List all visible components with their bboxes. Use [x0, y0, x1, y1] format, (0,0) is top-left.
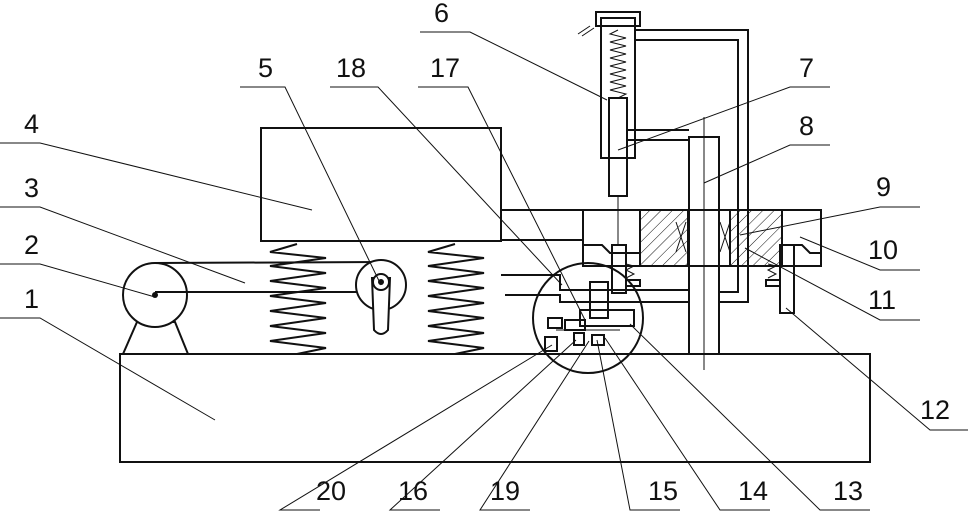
- label-10: 10: [868, 235, 898, 265]
- label-2: 2: [24, 230, 39, 260]
- right-spring: [428, 244, 484, 354]
- label-9: 9: [876, 172, 891, 202]
- horizontal-arm: [501, 210, 583, 240]
- label-11: 11: [868, 285, 896, 315]
- detail-circle: [533, 263, 643, 373]
- label-5: 5: [258, 53, 273, 83]
- left-spring: [270, 244, 326, 354]
- label-7: 7: [799, 53, 814, 83]
- label-19: 19: [490, 476, 520, 506]
- label-16: 16: [398, 476, 428, 506]
- label-8: 8: [799, 111, 814, 141]
- label-4: 4: [24, 109, 39, 139]
- label-13: 13: [833, 476, 863, 506]
- label-20: 20: [316, 476, 346, 506]
- motor: [123, 263, 188, 354]
- label-14: 14: [738, 476, 768, 506]
- belt: [155, 262, 382, 292]
- link-bar-2: [505, 295, 689, 302]
- vertical-rod: [689, 117, 719, 370]
- clamp-block: [583, 210, 821, 266]
- label-6: 6: [434, 0, 449, 28]
- label-18: 18: [336, 53, 366, 83]
- label-12: 12: [920, 395, 950, 425]
- upper-housing: [261, 128, 501, 241]
- cam-wheel: [356, 260, 406, 334]
- base-block: [120, 354, 870, 462]
- label-17: 17: [430, 53, 460, 83]
- label-1: 1: [24, 284, 39, 314]
- label-3: 3: [24, 173, 39, 203]
- label-15: 15: [648, 476, 678, 506]
